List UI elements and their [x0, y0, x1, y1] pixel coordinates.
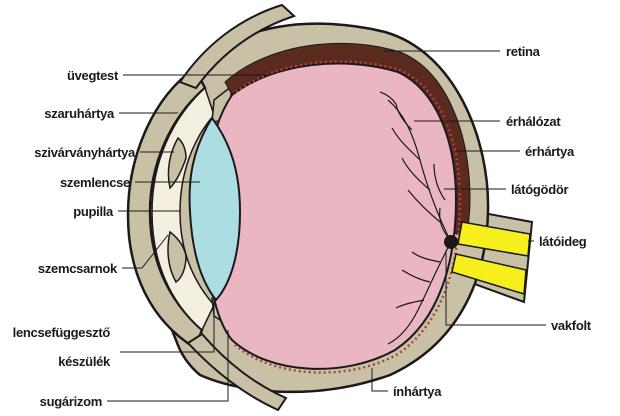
optic-nerve-fiber-upper — [457, 221, 531, 257]
label-szemcsarnok: szemcsarnok — [38, 261, 118, 276]
retina-layer — [233, 60, 462, 374]
label-pupilla: pupilla — [73, 204, 114, 219]
label-inhartya: ínhártya — [393, 384, 442, 399]
label-latoideg: látóideg — [539, 234, 587, 249]
label-erhartya: érhártya — [525, 144, 575, 159]
optic-nerve-fiber-lower — [451, 253, 527, 295]
leader-lines — [107, 50, 546, 402]
label-latogodor: látógödör — [511, 182, 568, 197]
label-szaruhartya: szaruhártya — [44, 106, 115, 121]
label-szemlencse: szemlencse — [60, 175, 130, 190]
label-erhalozat: érhálózat — [506, 114, 561, 129]
label-szivarvanyhartya: szivárványhártya — [34, 145, 136, 160]
label-uvegtest: üvegtest — [67, 68, 119, 83]
vitreous-body — [203, 62, 458, 370]
label-lencsefuggeszto-2: készülék — [58, 354, 111, 369]
lower-eyelid — [186, 332, 288, 412]
anterior-chamber — [151, 86, 215, 332]
label-retina: retina — [506, 44, 541, 59]
label-vakfolt: vakfolt — [551, 318, 592, 333]
label-lencsefuggeszto-1: lencsefüggesztő — [13, 325, 111, 340]
iris-lower — [167, 230, 187, 284]
vessel-network — [379, 91, 452, 345]
iris-upper — [167, 136, 187, 190]
label-sugarizom: sugárizom — [40, 394, 102, 409]
upper-eyelid — [178, 3, 296, 90]
lens — [188, 116, 242, 302]
